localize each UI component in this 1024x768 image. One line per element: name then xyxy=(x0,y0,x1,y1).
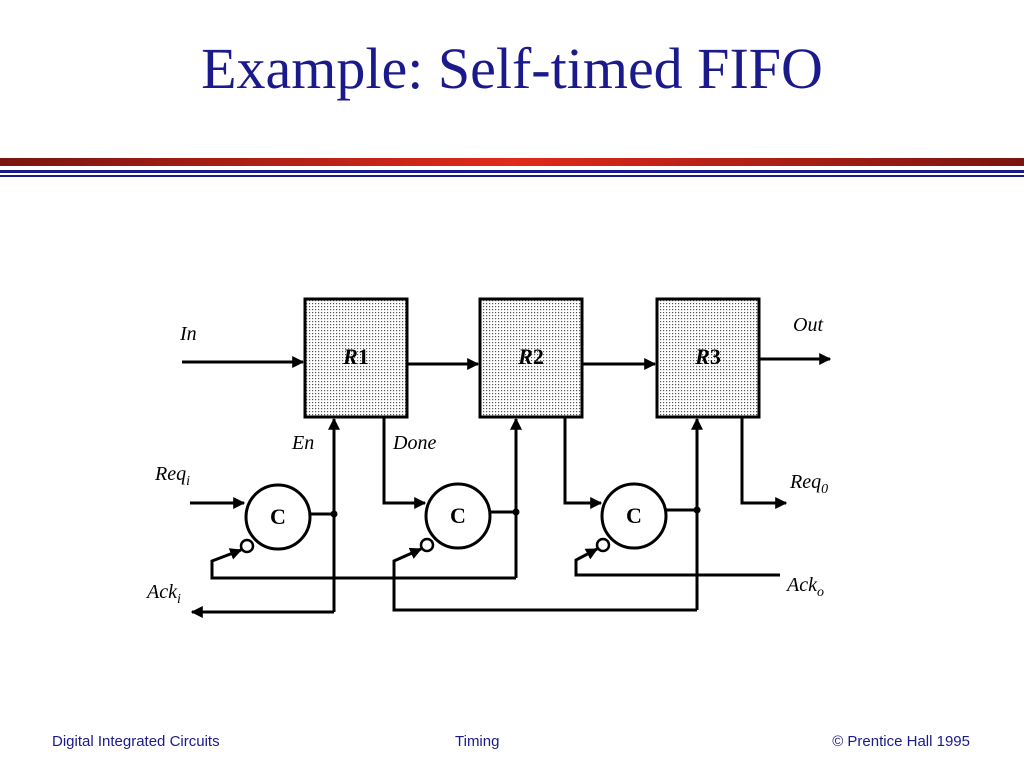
done2-wire xyxy=(563,417,603,509)
label-done: Done xyxy=(392,432,436,454)
svg-text:Acki: Acki xyxy=(145,581,181,607)
title-divider xyxy=(0,158,1024,177)
inverter-bubble-3 xyxy=(595,537,611,553)
c-element-1: C xyxy=(239,483,312,554)
label-ack-i: Ack xyxy=(145,581,178,603)
register-r2: R2 xyxy=(478,297,584,419)
done1-wire xyxy=(382,417,427,509)
label-out: Out xyxy=(793,314,823,336)
label-req-i: Req xyxy=(154,463,186,485)
label-in: In xyxy=(179,323,197,345)
slide-title: Example: Self-timed FIFO xyxy=(201,36,823,101)
label-req-o-sub: 0 xyxy=(821,482,828,497)
label-ack-o-sub: o xyxy=(817,585,824,600)
footer-course-title: Digital Integrated Circuits xyxy=(52,733,220,750)
ack-feedback-1 xyxy=(210,548,516,580)
r1-letter: R xyxy=(342,344,358,369)
label-ack-i-sub: i xyxy=(177,592,181,607)
svg-text:Req0: Req0 xyxy=(789,471,828,497)
inverter-bubble-1 xyxy=(239,538,255,554)
r3-letter: R xyxy=(694,344,710,369)
c-element-2-label: C xyxy=(450,503,466,528)
req-o-wire xyxy=(740,417,788,509)
r2-letter: R xyxy=(517,344,533,369)
label-ack-o: Ack xyxy=(785,574,818,596)
svg-text:R1: R1 xyxy=(342,344,369,369)
r1-number: 1 xyxy=(358,344,369,369)
ack-o-wire xyxy=(574,547,780,577)
label-req-o: Req xyxy=(789,471,821,493)
ack-feedback-2 xyxy=(392,547,697,612)
c-element-1-label: C xyxy=(270,504,286,529)
footer-chapter: Timing xyxy=(455,733,500,750)
svg-text:Reqi: Reqi xyxy=(154,463,190,489)
register-r3: R3 xyxy=(655,297,761,419)
c-element-3: C xyxy=(595,482,668,553)
svg-text:R2: R2 xyxy=(517,344,544,369)
c-element-2: C xyxy=(419,482,492,553)
svg-text:R3: R3 xyxy=(694,344,721,369)
svg-text:Acko: Acko xyxy=(785,574,824,600)
c-element-3-label: C xyxy=(626,503,642,528)
inverter-bubble-2 xyxy=(419,537,435,553)
r2-number: 2 xyxy=(533,344,544,369)
label-req-i-sub: i xyxy=(186,474,190,489)
footer-copyright: © Prentice Hall 1995 xyxy=(832,733,970,750)
label-en: En xyxy=(291,432,314,454)
r3-number: 3 xyxy=(710,344,721,369)
register-r1: R1 xyxy=(303,297,409,419)
